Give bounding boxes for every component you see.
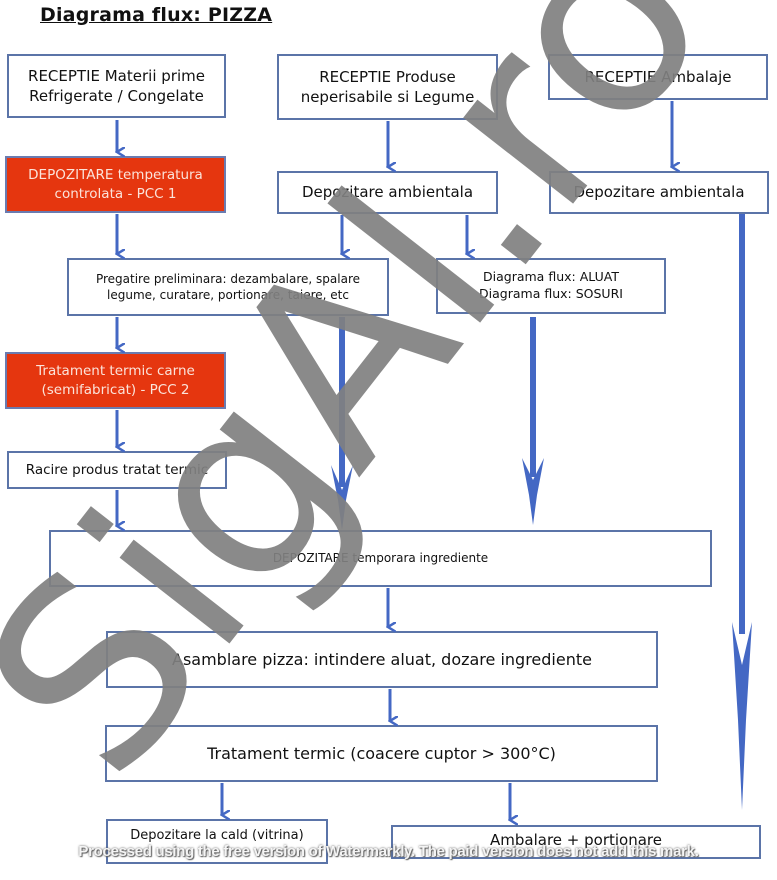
node-label: RECEPTIE Ambalaje xyxy=(584,67,732,86)
node-label: Ambalare + portionare xyxy=(490,831,662,849)
node-label: RECEPTIE Produse neperisabile si Legume xyxy=(300,67,475,106)
node-tratament-termic-carne-pcc2: Tratament termic carne (semifabricat) - … xyxy=(5,352,226,409)
node-label: Racire produs tratat termic xyxy=(25,461,209,478)
arrow-diagrame-to-depozitare-temp-head xyxy=(522,458,544,525)
node-tratament-termic-coacere: Tratament termic (coacere cuptor > 300°C… xyxy=(105,725,658,782)
watermark-footer-text: Processed using the free version of Wate… xyxy=(78,843,699,860)
node-label: Depozitare ambientala xyxy=(301,183,474,202)
node-depozitare-temporara: DEPOZITARE temporara ingrediente xyxy=(49,530,712,587)
diagram-title: Diagrama flux: PIZZA xyxy=(40,4,273,26)
node-label: Pregatire preliminara: dezambalare, spal… xyxy=(95,271,361,302)
node-ambalare-portionare: Ambalare + portionare xyxy=(391,825,761,859)
node-label: RECEPTIE Materii prime Refrigerate / Con… xyxy=(28,66,205,105)
node-diagrame-flux-aluat-sosuri: Diagrama flux: ALUAT Diagrama flux: SOSU… xyxy=(436,258,666,314)
arrow-pregatire-to-depozitare-temp-shaft xyxy=(339,317,345,487)
node-receptie-ambalaje: RECEPTIE Ambalaje xyxy=(548,54,768,100)
node-receptie-materii-prime: RECEPTIE Materii prime Refrigerate / Con… xyxy=(7,54,226,118)
node-label: Depozitare la cald (vitrina) xyxy=(130,828,304,843)
node-receptie-produse-neperisabile: RECEPTIE Produse neperisabile si Legume xyxy=(277,54,498,120)
node-label: DEPOZITARE temporara ingrediente xyxy=(272,551,489,566)
arrow-ambalaje-to-ambalare-shaft xyxy=(739,214,745,634)
node-label: Diagrama flux: ALUAT Diagrama flux: SOSU… xyxy=(479,269,623,301)
node-depozitare-la-cald: Depozitare la cald (vitrina) xyxy=(106,819,328,864)
arrow-diagrame-to-depozitare-temp-shaft xyxy=(530,317,536,477)
node-depozitare-ambientala-produse: Depozitare ambientala xyxy=(277,171,498,214)
node-label: Tratament termic (coacere cuptor > 300°C… xyxy=(207,743,556,763)
node-racire-produs: Racire produs tratat termic xyxy=(7,451,227,489)
node-label: Depozitare ambientala xyxy=(573,183,745,202)
node-asamblare-pizza: Asamblare pizza: intindere aluat, dozare… xyxy=(106,631,658,688)
node-depozitare-pcc1: DEPOZITARE temperatura controlata - PCC … xyxy=(5,156,226,213)
node-label: DEPOZITARE temperatura controlata - PCC … xyxy=(28,167,203,202)
node-depozitare-ambientala-ambalaje: Depozitare ambientala xyxy=(549,171,769,214)
arrow-ambalaje-to-ambalare-head xyxy=(732,622,752,810)
watermark-logo-text: SigAl.ro xyxy=(0,0,764,828)
node-pregatire-preliminara: Pregatire preliminara: dezambalare, spal… xyxy=(67,258,389,316)
node-label: Tratament termic carne (semifabricat) - … xyxy=(36,363,195,398)
node-label: Asamblare pizza: intindere aluat, dozare… xyxy=(172,649,592,669)
arrow-pregatire-to-depozitare-temp-head xyxy=(331,465,353,530)
